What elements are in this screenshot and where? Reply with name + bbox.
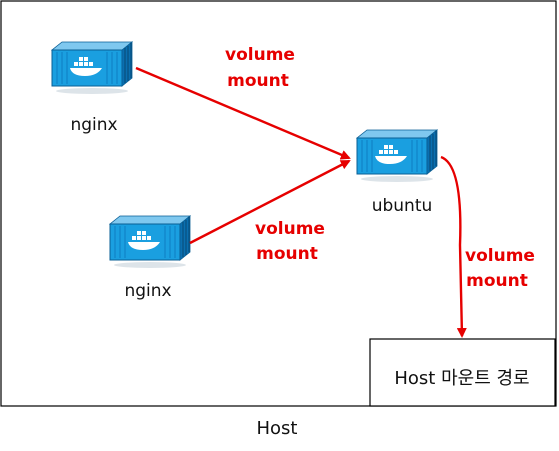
ubuntu-container-icon — [356, 129, 438, 183]
edge-label-right-line1: volume — [465, 246, 535, 266]
arrow-ubuntu-to-host-path — [440, 155, 467, 338]
host-frame-label: Host — [257, 418, 298, 439]
edge-label-top-line1: volume — [225, 45, 295, 65]
nginx-top-container-icon — [51, 41, 133, 95]
arrow-nginx-bottom-to-ubuntu — [189, 159, 351, 245]
host-path-label: Host 마운트 경로 — [394, 368, 529, 389]
edge-label-bottom-line2: mount — [256, 244, 318, 264]
nginx-bottom-label: nginx — [124, 281, 171, 301]
edge-label-top-line2: mount — [227, 71, 289, 91]
arrow-nginx-top-to-ubuntu — [135, 66, 351, 160]
host-frame — [0, 0, 557, 407]
nginx-top-label: nginx — [70, 115, 117, 135]
ubuntu-label: ubuntu — [372, 196, 433, 216]
edge-label-bottom-line1: volume — [255, 219, 325, 239]
edge-label-right-line2: mount — [466, 271, 528, 291]
host-path-box — [369, 338, 556, 407]
nginx-bottom-container-icon — [109, 215, 191, 269]
